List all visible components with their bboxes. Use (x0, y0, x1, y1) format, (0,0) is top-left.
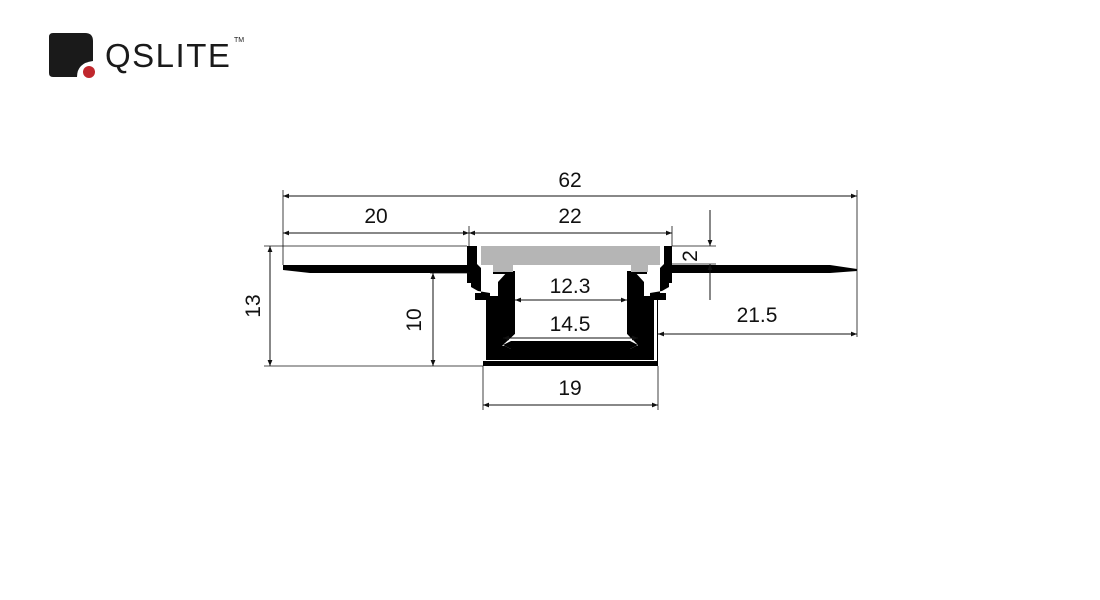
label-inner-top: 12.3 (550, 275, 591, 298)
brand-logo: QSLITE TM (47, 31, 267, 81)
label-total-height: 13 (242, 294, 265, 317)
inner-channel (486, 271, 654, 360)
label-left-flange: 20 (364, 205, 387, 228)
label-top-opening: 22 (558, 205, 581, 228)
trademark-symbol: TM (234, 37, 245, 44)
logo-red-dot (83, 66, 95, 78)
channel-cavity (503, 271, 638, 349)
label-top-thickness: 2 (679, 250, 702, 262)
label-channel-height: 10 (403, 308, 426, 331)
qslite-logo-icon (49, 33, 95, 81)
label-right-flange: 21.5 (737, 304, 778, 327)
label-overall-width: 62 (558, 169, 581, 192)
label-inner-bottom: 14.5 (550, 313, 591, 336)
diffuser-cover (481, 246, 660, 272)
brand-name: QSLITE (105, 37, 232, 74)
label-channel-width: 19 (558, 377, 581, 400)
channel-lip (503, 341, 638, 349)
